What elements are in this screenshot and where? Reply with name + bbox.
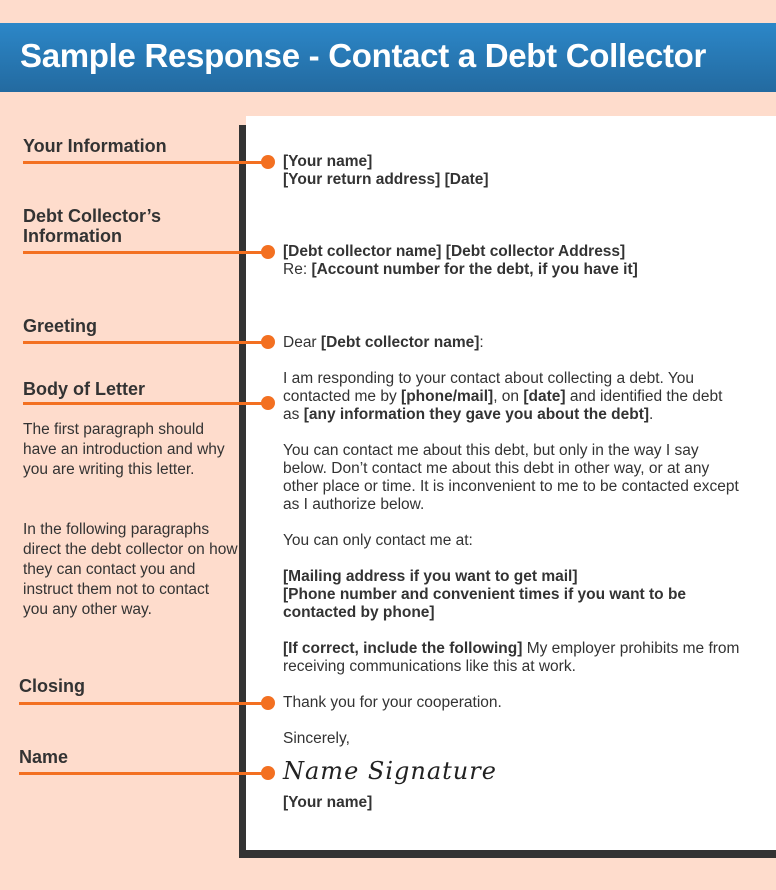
label-name: Name — [19, 747, 69, 767]
phone-number: [Phone number and convenient times if yo… — [283, 586, 687, 621]
label-body-of-letter: Body of Letter — [23, 379, 146, 399]
label-line: Information — [23, 226, 122, 246]
text: I am responding to your contact about co… — [283, 370, 695, 405]
closing-sincerely: Sincerely, — [283, 730, 350, 747]
connector-dot — [261, 155, 275, 169]
connector-line — [23, 251, 266, 254]
label-greeting: Greeting — [23, 316, 98, 336]
text: My employer prohibits me from receiving … — [283, 640, 740, 675]
signed-name: [Your name] — [283, 794, 753, 812]
paragraph-1: I am responding to your contact about co… — [283, 370, 738, 424]
title-banner: Sample Response - Contact a Debt Collect… — [0, 23, 776, 92]
connector-line — [23, 402, 266, 405]
text: [phone/mail] — [401, 388, 494, 405]
paragraph-2: You can contact me about this debt, but … — [283, 442, 739, 513]
connector-dot — [261, 245, 275, 259]
text: [date] — [523, 388, 566, 405]
connector-line — [19, 772, 266, 775]
page-title: Sample Response - Contact a Debt Collect… — [20, 37, 707, 74]
connector-dot — [261, 396, 275, 410]
sender-info: [Your name][Your return address] [Date] — [283, 153, 753, 189]
closing-thanks: Thank you for your cooperation. — [283, 694, 502, 711]
re-prefix: Re: — [283, 261, 312, 278]
text: [any information they gave you about the… — [303, 406, 650, 423]
connector-line — [23, 161, 266, 164]
label-closing: Closing — [19, 676, 85, 696]
contact-methods: [Mailing address if you want to get mail… — [283, 568, 733, 622]
text: . — [649, 406, 654, 423]
return-address-date: [Your return address] [Date] — [283, 171, 489, 188]
text: , on — [493, 388, 524, 405]
paragraph-5: [If correct, include the following] My e… — [283, 640, 743, 676]
signature: Name Signature — [283, 757, 497, 785]
mailing-address: [Mailing address if you want to get mail… — [283, 568, 578, 585]
connector-dot — [261, 766, 275, 780]
connector-dot — [261, 696, 275, 710]
greeting-line: Dear [Debt collector name]: — [283, 334, 753, 352]
signed-name-text: [Your name] — [283, 794, 373, 811]
label-your-information: Your Information — [23, 136, 167, 156]
text: [If correct, include the following] — [283, 640, 523, 657]
body-description-following: In the following paragraphs direct the d… — [23, 521, 238, 618]
connector-line — [19, 702, 266, 705]
letter-paper — [246, 116, 776, 850]
account-number: [Account number for the debt, if you hav… — [311, 261, 638, 278]
text: and identified the debt as — [283, 388, 723, 423]
collector-info: [Debt collector name] [Debt collector Ad… — [283, 243, 753, 279]
label-line: Debt Collector’s — [23, 206, 162, 226]
dear-suffix: : — [479, 334, 484, 351]
connector-line — [23, 341, 266, 344]
collector-name-address: [Debt collector name] [Debt collector Ad… — [283, 243, 626, 260]
dear: Dear — [283, 334, 321, 351]
paragraph-3: You can only contact me at: — [283, 532, 473, 549]
body-description-first: The first paragraph should have an intro… — [23, 421, 225, 478]
connector-dot — [261, 335, 275, 349]
dear-name: [Debt collector name] — [320, 334, 480, 351]
your-name: [Your name] — [283, 153, 373, 170]
